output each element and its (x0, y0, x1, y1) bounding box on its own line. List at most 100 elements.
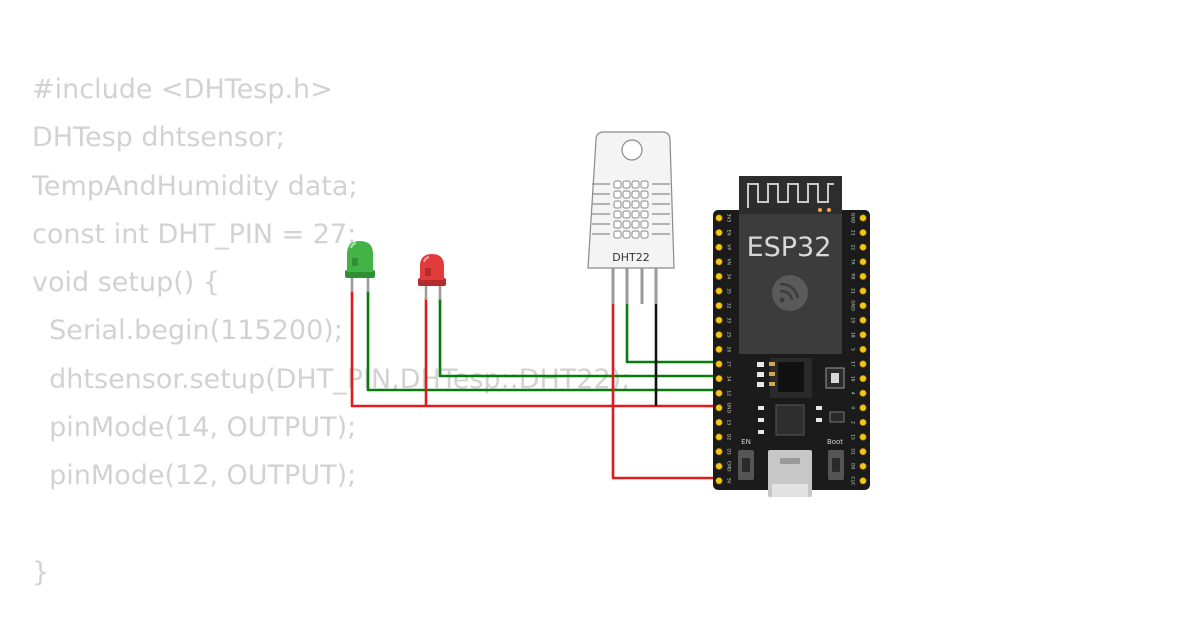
pin-0[interactable] (859, 404, 867, 412)
esp32-board[interactable]: ESP32 EN Boot (713, 176, 870, 497)
dht22-vent-hole (631, 200, 640, 209)
pin-label: 14 (725, 376, 731, 382)
pin-13[interactable] (715, 418, 723, 426)
pin-gnd[interactable] (859, 302, 867, 310)
pin-3v3[interactable] (715, 214, 723, 222)
pin-vp[interactable] (715, 243, 723, 251)
pin-15[interactable] (859, 433, 867, 441)
pin-17[interactable] (859, 360, 867, 368)
pin-23[interactable] (859, 229, 867, 237)
wires (350, 290, 721, 480)
pin-18[interactable] (859, 331, 867, 339)
code-line: Serial.begin(115200); (32, 315, 343, 347)
pin-clk[interactable] (859, 477, 867, 485)
pin-tx[interactable] (859, 258, 867, 266)
pin-d0[interactable] (859, 462, 867, 470)
pin-cmd[interactable] (715, 462, 723, 470)
pin-label: TX (849, 258, 855, 265)
pin-16[interactable] (859, 375, 867, 383)
pin-21[interactable] (859, 287, 867, 295)
pin-12[interactable] (715, 389, 723, 397)
pin-4[interactable] (859, 389, 867, 397)
pin-label: D2 (725, 434, 731, 440)
pin-vn[interactable] (715, 258, 723, 266)
pin-label: D0 (849, 463, 855, 469)
pin-label: 25 (725, 332, 731, 338)
pin-label: 22 (849, 244, 855, 250)
pin-gnd[interactable] (859, 214, 867, 222)
boot-button-label: Boot (827, 438, 843, 446)
wire-green-led-cathode (350, 290, 721, 408)
pin-19[interactable] (859, 316, 867, 324)
pin-5v[interactable] (715, 477, 723, 485)
wire-dht-vcc (611, 302, 721, 480)
pin-d3[interactable] (715, 448, 723, 456)
pin-gnd[interactable] (715, 404, 723, 412)
dht22-vent-hole (622, 210, 631, 219)
pin-label: 2 (849, 421, 855, 424)
pin-label: 27 (725, 361, 731, 367)
pin-5[interactable] (859, 345, 867, 353)
pin-label: 33 (725, 317, 731, 323)
dht22-vent-hole (613, 200, 622, 209)
pin-33[interactable] (715, 316, 723, 324)
red-led[interactable] (418, 254, 446, 300)
pin-label: 17 (849, 361, 855, 367)
pin-27[interactable] (715, 360, 723, 368)
code-line: pinMode(12, OUTPUT); (32, 460, 357, 492)
dht22-vent-hole (631, 230, 640, 239)
espressif-logo-icon (772, 275, 808, 311)
pin-label: 18 (849, 332, 855, 338)
code-line: pinMode(14, OUTPUT); (32, 412, 357, 444)
wire-green-led-anode (366, 290, 721, 392)
pin-label: 4 (849, 392, 855, 395)
dht22-vent-hole (622, 200, 631, 209)
pin-label: GND (849, 300, 855, 311)
code-line: const int DHT_PIN = 27; (32, 218, 357, 250)
pin-label: 12 (725, 390, 731, 396)
dht22-vent-hole (622, 180, 631, 189)
dht22-vent-hole (640, 180, 649, 189)
dht22-sensor[interactable]: DHT22 (587, 131, 675, 304)
pin-en[interactable] (715, 229, 723, 237)
pin-label: D3 (725, 448, 731, 454)
dht22-vent-hole (622, 190, 631, 199)
pin-rx[interactable] (859, 272, 867, 280)
pin-35[interactable] (715, 287, 723, 295)
dht22-vent-hole (631, 190, 640, 199)
pin-26[interactable] (715, 345, 723, 353)
dht22-vent-hole (631, 180, 640, 189)
pin-label: 15 (849, 434, 855, 440)
pin-label: 19 (849, 317, 855, 323)
green-led[interactable] (345, 241, 375, 292)
pin-14[interactable] (715, 375, 723, 383)
code-line: DHTesp dhtsensor; (32, 122, 285, 154)
pin-2[interactable] (859, 418, 867, 426)
pin-label: CLK (849, 476, 855, 486)
dht22-vent-hole (640, 210, 649, 219)
dht22-vent-hole (640, 190, 649, 199)
dht22-vent-hole (631, 210, 640, 219)
pin-label: RX (849, 273, 855, 279)
dht22-vent-hole (640, 220, 649, 229)
pin-22[interactable] (859, 243, 867, 251)
dht22-vent-hole (640, 230, 649, 239)
pin-34[interactable] (715, 272, 723, 280)
pin-32[interactable] (715, 302, 723, 310)
antenna-area (739, 176, 842, 220)
dht22-vent-hole (613, 210, 622, 219)
wire-red-led-anode (438, 298, 721, 378)
dht22-vent-hole (622, 230, 631, 239)
usb-uart-chip (775, 404, 805, 436)
code-snippet: #include <DHTesp.h>DHTesp dhtsensor;Temp… (32, 66, 630, 597)
pin-d2[interactable] (715, 433, 723, 441)
pin-label: D1 (849, 448, 855, 454)
pin-25[interactable] (715, 331, 723, 339)
pin-d1[interactable] (859, 448, 867, 456)
code-line: } (32, 556, 50, 588)
pin-label: 34 (725, 274, 731, 280)
code-line: TempAndHumidity data; (32, 170, 358, 202)
pin-label: 21 (849, 288, 855, 294)
